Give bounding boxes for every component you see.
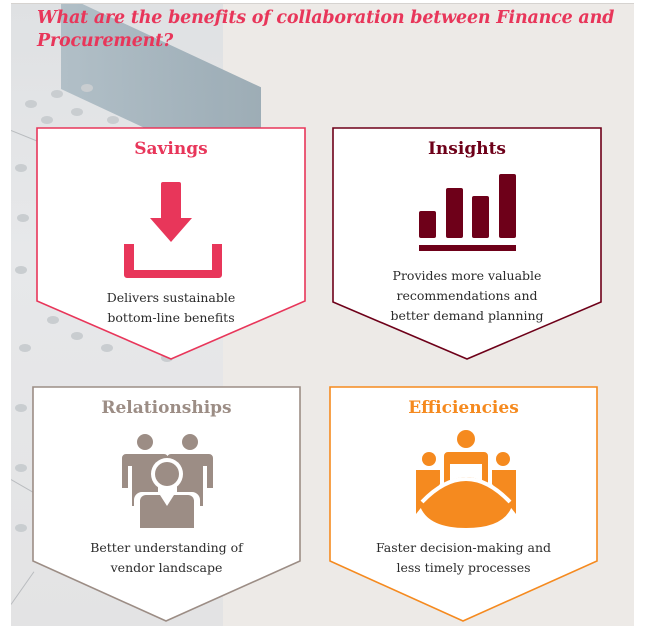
photo-dot (19, 344, 31, 352)
photo-dot (81, 84, 93, 92)
page-title: What are the benefits of collaboration b… (37, 8, 615, 51)
card-description: Provides more valuable recommendations a… (333, 266, 601, 326)
photo-dot (101, 344, 113, 352)
card-title: Efficiencies (408, 398, 519, 418)
card-description: Better understanding of vendor landscape (33, 538, 300, 578)
photo-dot (15, 266, 27, 274)
photo-dot (107, 116, 119, 124)
photo-dot (71, 332, 83, 340)
photo-dot (47, 316, 59, 324)
card-description: Faster decision-making and less timely p… (330, 538, 597, 578)
bar-chart-icon (419, 174, 516, 251)
photo-dot (15, 464, 27, 472)
description-line: Delivers sustainable (106, 290, 236, 305)
photo-dot (51, 90, 63, 98)
photo-dot (17, 214, 29, 222)
description-line: Better understanding of (90, 540, 243, 555)
description-line: vendor landscape (110, 560, 223, 575)
people-group-icon (122, 434, 213, 530)
description-line: bottom-line benefits (107, 310, 235, 325)
photo-dot (15, 164, 27, 172)
description-line: Provides more valuable (392, 268, 542, 283)
card-title: Savings (134, 139, 208, 159)
description-line: Faster decision-making and (375, 540, 552, 555)
photo-dot (15, 404, 27, 412)
card-title: Insights (427, 139, 506, 159)
card-title: Relationships (101, 398, 232, 418)
description-line: recommendations and (396, 288, 538, 303)
download-icon (124, 182, 222, 278)
savings-card-shape (36, 127, 306, 360)
photo-dot (25, 100, 37, 108)
meeting-table-icon (416, 430, 516, 528)
photo-dot (41, 116, 53, 124)
insights-card-shape (332, 127, 602, 360)
description-line: less timely processes (396, 560, 531, 575)
card-description: Delivers sustainable bottom-line benefit… (37, 288, 305, 328)
photo-dot (71, 108, 83, 116)
photo-dot (15, 524, 27, 532)
description-line: better demand planning (390, 308, 544, 323)
